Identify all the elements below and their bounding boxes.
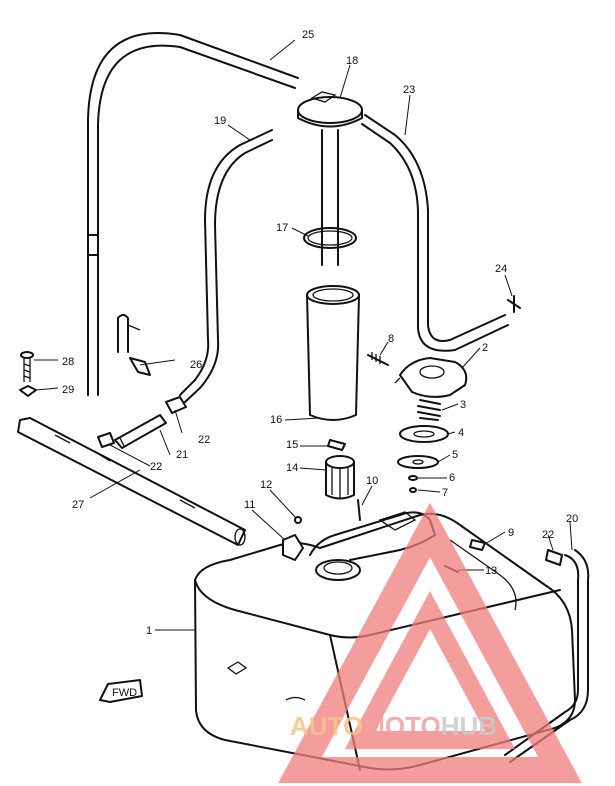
grommet-9 — [469, 539, 486, 551]
fuel-cap-2 — [394, 357, 468, 398]
callout-labels: 1 2 3 4 5 6 7 8 10 11 12 13 14 15 16 17 … — [62, 29, 578, 637]
hose-19 — [179, 129, 273, 403]
callout-20: 20 — [566, 513, 578, 525]
callout-27: 27 — [72, 499, 84, 511]
watermark-text: AUTOMOTOHUB — [290, 711, 497, 741]
callout-26: 26 — [190, 359, 202, 371]
screw-10 — [357, 499, 361, 521]
callout-11: 11 — [244, 499, 255, 511]
callout-10: 10 — [366, 475, 378, 487]
callout-7: 7 — [442, 487, 448, 499]
callout-22-lower: 22 — [150, 461, 162, 473]
screw-8 — [367, 352, 389, 366]
nut-6 — [408, 475, 418, 481]
elbow-fitting-11 — [282, 534, 304, 561]
callout-5: 5 — [452, 449, 458, 461]
clamp-22-upper — [165, 396, 187, 414]
vent-pipe — [17, 417, 246, 546]
callout-24: 24 — [495, 263, 507, 275]
fwd-label: FWD — [112, 687, 137, 699]
callout-23: 23 — [403, 84, 415, 96]
callout-4: 4 — [458, 427, 464, 439]
callout-17: 17 — [276, 222, 288, 234]
callout-16: 16 — [270, 414, 282, 426]
callout-6: 6 — [449, 472, 455, 484]
screw-7 — [409, 487, 417, 493]
callout-25: 25 — [302, 29, 314, 41]
bracket-26 — [117, 314, 151, 376]
callout-14: 14 — [286, 462, 298, 474]
callout-12: 12 — [260, 479, 272, 491]
callout-18: 18 — [346, 55, 358, 67]
hose-20 — [504, 549, 590, 763]
gasket-4 — [399, 425, 449, 443]
callout-21: 21 — [176, 449, 188, 461]
callout-22-right: 22 — [542, 529, 554, 541]
spring-3 — [417, 399, 441, 421]
clip-15 — [327, 439, 346, 451]
bolt-28 — [20, 351, 34, 382]
fitting-21 — [114, 414, 167, 449]
callout-29: 29 — [62, 384, 74, 396]
hose-25 — [87, 32, 299, 396]
callout-15: 15 — [286, 439, 298, 451]
callout-28: 28 — [62, 356, 74, 368]
nut-29 — [19, 385, 37, 397]
fwd-arrow-icon: FWD — [99, 679, 143, 703]
leader-lines — [34, 39, 573, 631]
strainer-16 — [306, 285, 360, 421]
o-ring-17 — [303, 227, 357, 249]
clamp-22-right — [545, 549, 563, 566]
callout-1: 1 — [146, 625, 152, 637]
callout-9: 9 — [508, 527, 514, 539]
callout-19: 19 — [214, 115, 226, 127]
filler-neck-18 — [297, 91, 363, 266]
screw-12 — [294, 516, 302, 524]
hose-23 — [361, 114, 509, 352]
fitting-24 — [507, 295, 521, 313]
watermark-auto: AUTOMOTOHUB — [290, 711, 497, 741]
watermark-logo-icon — [278, 502, 582, 783]
callout-2: 2 — [482, 342, 488, 354]
clamp-22-lower — [97, 432, 115, 448]
washer-5 — [397, 455, 439, 469]
callout-3: 3 — [460, 399, 466, 411]
callout-8: 8 — [388, 333, 394, 345]
callout-22-upper: 22 — [198, 434, 210, 446]
callout-13: 13 — [485, 565, 497, 577]
filter-14 — [325, 455, 355, 500]
